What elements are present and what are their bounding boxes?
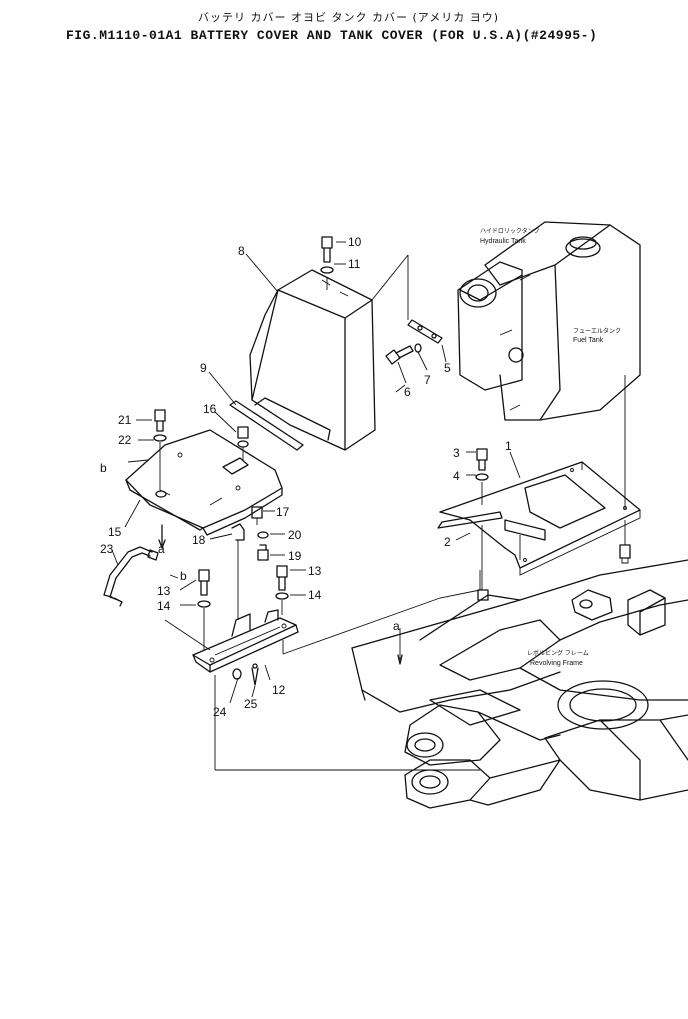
tank-cover	[249, 269, 376, 451]
callout-21: 21	[118, 413, 132, 427]
ref-a-right: a	[393, 619, 400, 633]
clip-18	[231, 523, 245, 620]
callout-6: 6	[404, 385, 411, 399]
bolt-19	[257, 544, 269, 561]
nut-17	[251, 506, 263, 525]
pipe-23	[103, 546, 159, 607]
bracket-2	[437, 511, 546, 601]
pin-25	[251, 663, 259, 686]
callout-13-left: 13	[157, 584, 171, 598]
leader-lines	[111, 241, 521, 704]
bracket-5	[371, 254, 443, 344]
revolving-frame-label-jp: レボルビング フレーム	[527, 649, 589, 657]
callout-20: 20	[288, 528, 302, 542]
hydraulic-tank-label-en: Hydraulic Tank	[480, 238, 526, 245]
ref-b-lower: b	[180, 569, 187, 583]
fuel-tank-label-en: Fuel Tank	[573, 337, 604, 344]
callout-22: 22	[118, 433, 132, 447]
callout-14-right: 14	[308, 588, 322, 602]
base-plate-1	[439, 375, 641, 576]
battery-cover-15	[125, 429, 283, 536]
hydraulic-tank-label-jp: ハイドロリックタンク	[480, 227, 540, 235]
callout-25: 25	[244, 697, 258, 711]
bolt-13-left	[197, 569, 211, 650]
knob-16	[237, 426, 249, 460]
callout-2: 2	[444, 535, 451, 549]
washer-24	[232, 668, 242, 680]
bolt-6	[385, 343, 422, 365]
fuel-tank-label-jp: フューエルタンク	[573, 327, 621, 335]
callout-13-right: 13	[308, 564, 322, 578]
callout-numbers: 8 10 11 9 5 7 6 1 3 4 2 21 22 16 15 17 1…	[100, 235, 512, 719]
washer-20	[257, 531, 269, 539]
bolt-21	[153, 409, 167, 490]
title-japanese: バッテリ カバー オヨビ タンク カバー (アメリカ ヨウ)	[198, 11, 500, 24]
callout-15: 15	[108, 525, 122, 539]
bolt-3	[475, 448, 489, 505]
reference-lines	[127, 459, 481, 771]
revolving-frame-label-en: Revolving Frame	[530, 660, 583, 667]
callout-10: 10	[348, 235, 362, 249]
callout-4: 4	[453, 469, 460, 483]
callout-23: 23	[100, 542, 114, 556]
ref-b-upper: b	[100, 461, 107, 475]
callout-18: 18	[192, 533, 206, 547]
callout-17: 17	[276, 505, 290, 519]
callout-9: 9	[200, 361, 207, 375]
bolt-13-right	[275, 565, 289, 615]
callout-12: 12	[272, 683, 286, 697]
bolt-10	[320, 236, 334, 290]
callout-8: 8	[238, 244, 245, 258]
title-english: FIG.M1110-01A1 BATTERY COVER AND TANK CO…	[66, 28, 598, 43]
callout-7: 7	[424, 373, 431, 387]
hydraulic-and-fuel-tanks: ハイドロリックタンク Hydraulic Tank フューエルタンク Fuel …	[457, 221, 641, 421]
callout-14-left: 14	[157, 599, 171, 613]
callout-11: 11	[348, 257, 361, 271]
callout-19: 19	[288, 549, 302, 563]
revolving-frame: レボルビング フレーム Revolving Frame	[351, 559, 688, 809]
callout-16: 16	[203, 402, 217, 416]
callout-5: 5	[444, 361, 451, 375]
callout-1: 1	[505, 439, 512, 453]
support-bracket-12	[192, 609, 299, 673]
callout-24: 24	[213, 705, 227, 719]
ref-a-left: a	[158, 542, 165, 556]
callout-3: 3	[453, 446, 460, 460]
